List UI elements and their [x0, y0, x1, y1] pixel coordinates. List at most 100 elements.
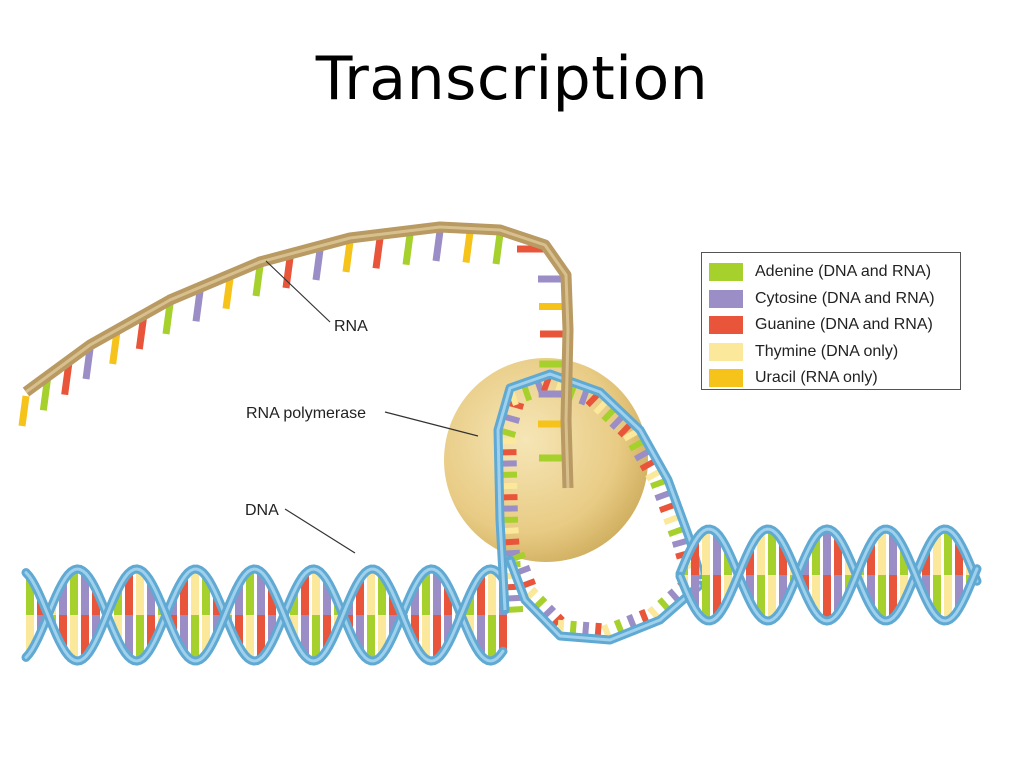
dna-right-backbone-highlight: [678, 527, 979, 623]
dna-left-base-pair-top: [235, 583, 243, 615]
adenine-swatch: [709, 263, 743, 282]
legend-label-thymine: Thymine (DNA only): [755, 342, 899, 360]
dna-label: DNA: [245, 502, 279, 519]
dna-right-base-pair-bottom: [702, 575, 710, 621]
dna-left-base-pair-bottom: [499, 615, 507, 652]
dna-left-base-pair-bottom: [356, 615, 364, 652]
dna-left-base-pair-top: [301, 573, 309, 615]
legend-item-adenine: Adenine (DNA and RNA): [709, 259, 952, 286]
rna-base: [82, 348, 94, 380]
dna-right-base-pair-bottom: [867, 575, 875, 608]
dna-right-base-pair-top: [944, 529, 952, 575]
dna-right-base-pair-top: [812, 536, 820, 575]
dna-right-base-pair-top: [779, 542, 787, 575]
guanine-swatch: [709, 316, 743, 335]
dna-left-base-pair-bottom: [59, 615, 67, 648]
legend-item-thymine: Thymine (DNA only): [709, 339, 952, 366]
dna-double-helix-right: [675, 524, 982, 626]
rna-base: [135, 318, 147, 350]
slide-title: Transcription: [315, 44, 709, 114]
rna-strand: [18, 221, 574, 489]
dna-left-base-pair-top: [246, 570, 254, 615]
legend-item-guanine: Guanine (DNA and RNA): [709, 312, 952, 339]
dna-right-base-pair-top: [746, 548, 754, 575]
dna-right-backbone-highlight: [678, 527, 979, 623]
legend-label-cytosine: Cytosine (DNA and RNA): [755, 289, 935, 307]
dna-left-base-pair-top: [70, 569, 78, 615]
dna-left-base-pair-top: [422, 570, 430, 615]
rna-base: [312, 249, 324, 281]
dna-right-base-pair-bottom: [944, 575, 952, 621]
dna-left-base-pair-top: [180, 577, 188, 615]
dna-left-base-pair-bottom: [257, 615, 265, 659]
dna-right-base-pair-bottom: [757, 575, 765, 618]
dna-left-base-pair-top: [433, 570, 441, 615]
dna-left-base-pair-bottom: [92, 615, 100, 641]
legend-label-guanine: Guanine (DNA and RNA): [755, 316, 933, 334]
dna-left-base-pair-bottom: [246, 615, 254, 660]
legend-item-uracil: Uracil (RNA only): [709, 365, 952, 392]
rna-base: [39, 379, 51, 411]
dna-transcription-bubble: [493, 369, 705, 645]
dna-left-base-pair-bottom: [378, 615, 386, 656]
legend-item-cytosine: Cytosine (DNA and RNA): [709, 286, 952, 313]
dna-right-base-pair-top: [889, 532, 897, 575]
dna-left-base-pair-bottom: [367, 615, 375, 661]
dna-left-base-pair-top: [59, 582, 67, 615]
dna-left-base-pair-bottom: [81, 615, 89, 658]
dna-left-base-pair-top: [323, 580, 331, 615]
dna-template-backbone-highlight: [496, 372, 702, 611]
dna-right-base-pair-bottom: [834, 575, 842, 614]
rna-polymerase-callout-line: [384, 411, 479, 437]
dna-left-base-pair-bottom: [235, 615, 243, 647]
dna-left-base-pair-bottom: [422, 615, 430, 660]
dna-right-base-pair-top: [900, 548, 908, 575]
dna-left-base-pair-top: [290, 591, 298, 615]
dna-left-base-pair-top: [191, 569, 199, 615]
rna-polymerase-label: RNA polymerase: [246, 405, 366, 422]
dna-right-base-pair-bottom: [955, 575, 963, 609]
rna-base: [252, 265, 264, 297]
dna-left-base-pair-top: [257, 571, 265, 615]
dna-left-base-pair-top: [477, 574, 485, 615]
dna-right-base-pair-top: [834, 536, 842, 575]
dna-left-base-pair-top: [81, 572, 89, 615]
rna-base: [492, 233, 504, 265]
dna-callout-line: [284, 508, 356, 554]
dna-left-base-pair-bottom: [136, 615, 144, 661]
dna-left-base-pair-top: [488, 569, 496, 615]
uracil-swatch: [709, 369, 743, 388]
dna-left-backbone-highlight: [24, 567, 505, 663]
dna-left-base-pair-top: [202, 576, 210, 615]
dna-left-base-pair-bottom: [268, 615, 276, 643]
dna-right-base-pair-top: [702, 529, 710, 575]
dna-right-base-pair-bottom: [691, 575, 699, 609]
dna-double-helix: [21, 564, 508, 666]
dna-right-base-pair-top: [922, 550, 930, 575]
dna-right-base-pair-bottom: [779, 575, 787, 608]
dna-left-base-pair-top: [312, 569, 320, 615]
rna-base: [282, 257, 294, 289]
dna-right-base-pair-bottom: [900, 575, 908, 602]
dna-right-base-pair-top: [867, 542, 875, 575]
dna-left-base-pair-bottom: [444, 615, 452, 645]
dna-left-base-pair-top: [378, 574, 386, 615]
legend-label-adenine: Adenine (DNA and RNA): [755, 263, 932, 281]
dna-right-base-pair-top: [691, 541, 699, 575]
dna-right-base-pair-bottom: [724, 575, 732, 600]
dna-right-base-pair-bottom: [889, 575, 897, 618]
rna-backbone-highlight: [25, 225, 570, 489]
dna-right-base-pair-bottom: [746, 575, 754, 602]
nucleotide-legend: Adenine (DNA and RNA) Cytosine (DNA and …: [701, 252, 961, 390]
rna-base: [222, 278, 234, 310]
dna-left-base-pair-top: [92, 589, 100, 615]
dna-right-base-pair-top: [823, 529, 831, 575]
dna-left-base-pair-top: [411, 585, 419, 615]
rna-base: [61, 364, 73, 396]
dna-coding-backbone-highlight: [508, 559, 701, 642]
rna-base: [372, 237, 384, 269]
dna-right-base-pair-bottom: [768, 575, 776, 620]
rna-label: RNA: [334, 318, 368, 335]
dna-right-base-pair-top: [713, 533, 721, 575]
